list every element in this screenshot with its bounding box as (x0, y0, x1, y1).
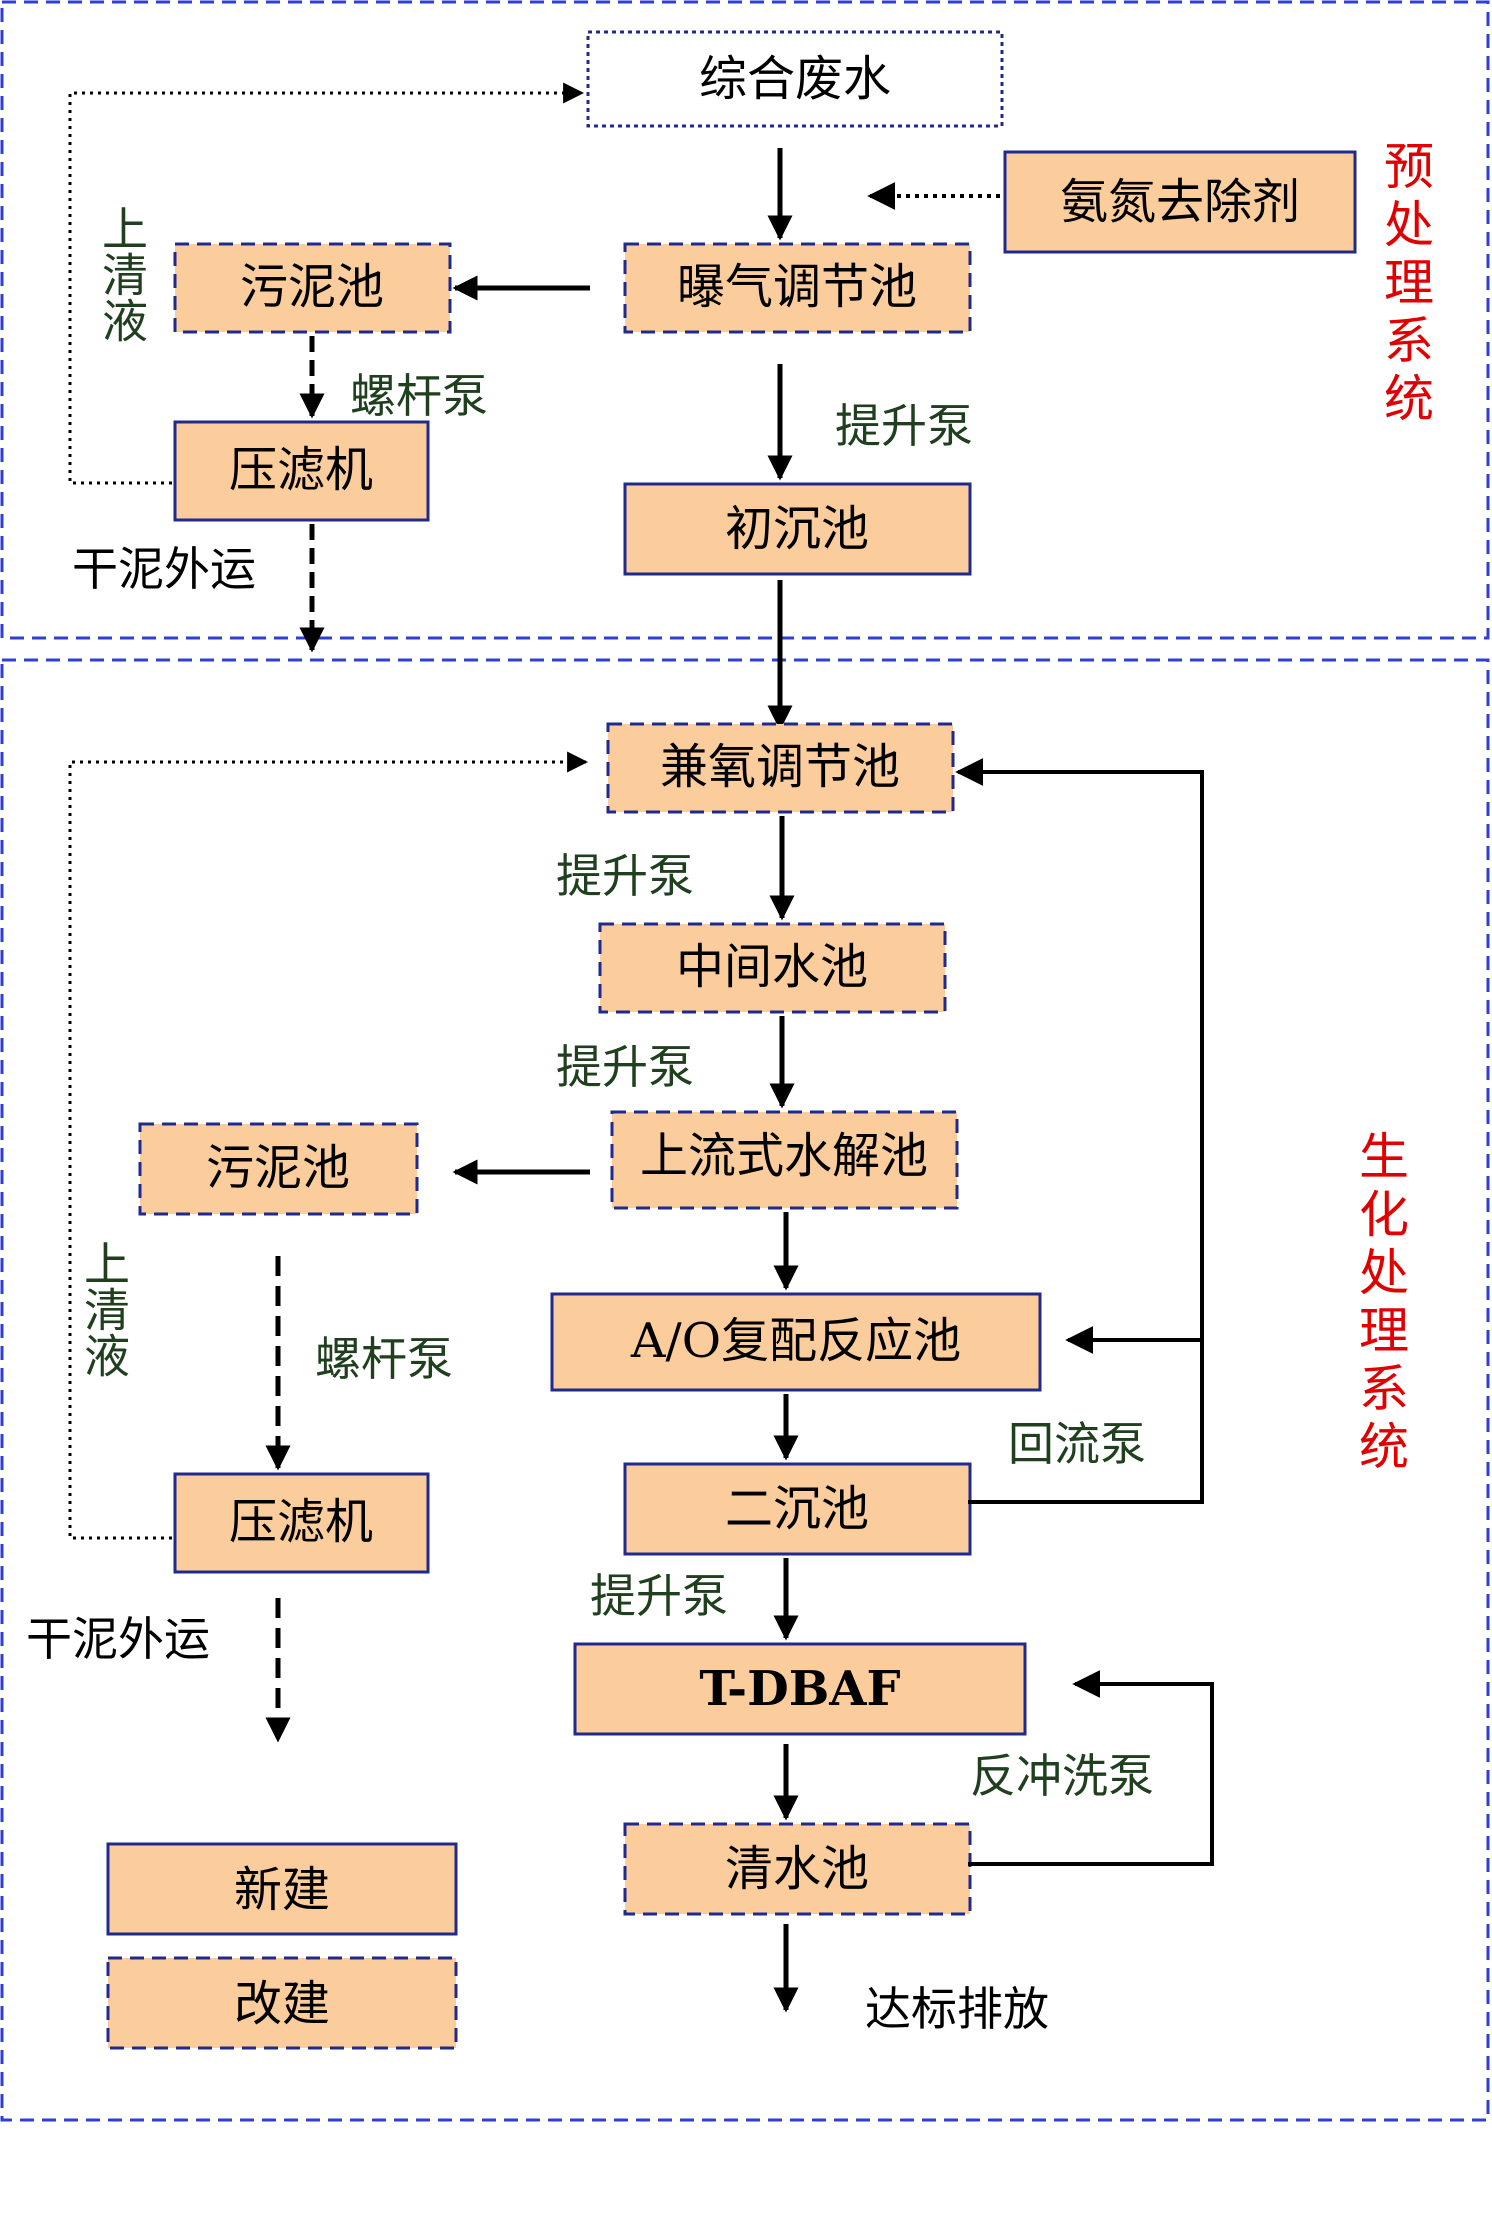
middle-tank-box: 中间水池 (598, 922, 947, 1014)
svg-text:压滤机: 压滤机 (229, 442, 373, 498)
svg-text:兼氧调节池: 兼氧调节池 (660, 739, 900, 795)
svg-text:曝气调节池: 曝气调节池 (677, 259, 917, 315)
svg-text:压滤机: 压滤机 (229, 1494, 373, 1550)
svg-text:氨氮去除剂: 氨氮去除剂 (1060, 174, 1300, 230)
wastewater-box: 综合废水 (586, 30, 1004, 128)
sludge-tank-2-box: 污泥池 (138, 1122, 419, 1216)
arrow-supernatant-return-1 (68, 82, 585, 485)
arrow-backwash-to-tdbaf (968, 1670, 1214, 1866)
svg-text:二沉池: 二沉池 (725, 1481, 869, 1537)
lift-pump-label-2: 提升泵 (556, 849, 694, 903)
side-label-char: 生化处理系统 (1351, 1130, 1409, 1478)
screw-pump-label-1: 螺杆泵 (350, 369, 488, 423)
svg-text:初沉池: 初沉池 (725, 501, 869, 557)
supernatant-label-1: 上清液 (95, 205, 149, 343)
biochemical-section (0, 658, 1490, 2122)
upflow-hydrolysis-box: 上流式水解池 (610, 1110, 959, 1210)
svg-text:综合废水: 综合废水 (699, 51, 891, 107)
ao-tank-box: A/O复配反应池 (550, 1292, 1042, 1392)
legend-new-build: 新建 (106, 1842, 458, 1936)
filter-press-1-box: 压滤机 (173, 420, 430, 522)
svg-text:污泥池: 污泥池 (240, 259, 384, 315)
svg-text:改建: 改建 (234, 1976, 330, 2032)
arrow-supernatant-return-2 (68, 751, 589, 1540)
supernatant-label-2: 上清液 (77, 1240, 131, 1378)
secondary-clarifier-box: 二沉池 (623, 1462, 972, 1556)
filter-press-2-box: 压滤机 (173, 1472, 430, 1574)
side-label-char: 预处理系统 (1376, 140, 1434, 430)
lift-pump-label-1: 提升泵 (835, 399, 973, 453)
svg-text:污泥池: 污泥池 (206, 1140, 350, 1196)
pretreatment-section (0, 0, 1490, 640)
biochemical-section-label: 生化处理系统 (1351, 1130, 1409, 1478)
screw-pump-label-2: 螺杆泵 (315, 1332, 453, 1386)
primary-clarifier-box: 初沉池 (623, 482, 972, 576)
backwash-pump-label: 反冲洗泵 (970, 1749, 1154, 1803)
dry-sludge-label-1: 干泥外运 (72, 542, 256, 596)
dry-sludge-label-2: 干泥外运 (26, 1612, 210, 1666)
sludge-tank-1-box: 污泥池 (173, 242, 452, 334)
legend-rebuild: 改建 (106, 1956, 458, 2050)
clear-tank-box: 清水池 (623, 1822, 972, 1916)
svg-text:A/O复配反应池: A/O复配反应池 (630, 1313, 961, 1369)
lift-pump-label-3: 提升泵 (556, 1040, 694, 1094)
svg-text:清水池: 清水池 (725, 1841, 869, 1897)
svg-text:新建: 新建 (234, 1862, 330, 1918)
reflux-pump-label: 回流泵 (1008, 1417, 1146, 1471)
anoxic-tank-box: 兼氧调节池 (606, 722, 955, 814)
aeration-tank-box: 曝气调节池 (623, 242, 972, 334)
pretreatment-section-label: 预处理系统 (1376, 140, 1434, 430)
lift-pump-label-4: 提升泵 (590, 1569, 728, 1623)
svg-text:中间水池: 中间水池 (676, 939, 868, 995)
ammonia-remover-box: 氨氮去除剂 (1003, 150, 1357, 254)
svg-text:T-DBAF: T-DBAF (699, 1661, 900, 1717)
arrow-reflux-to-anoxic (955, 758, 1204, 1504)
svg-text:上流式水解池: 上流式水解池 (640, 1128, 928, 1184)
tdbaf-box: T-DBAF (573, 1642, 1027, 1736)
discharge-label: 达标排放 (865, 1982, 1049, 2036)
